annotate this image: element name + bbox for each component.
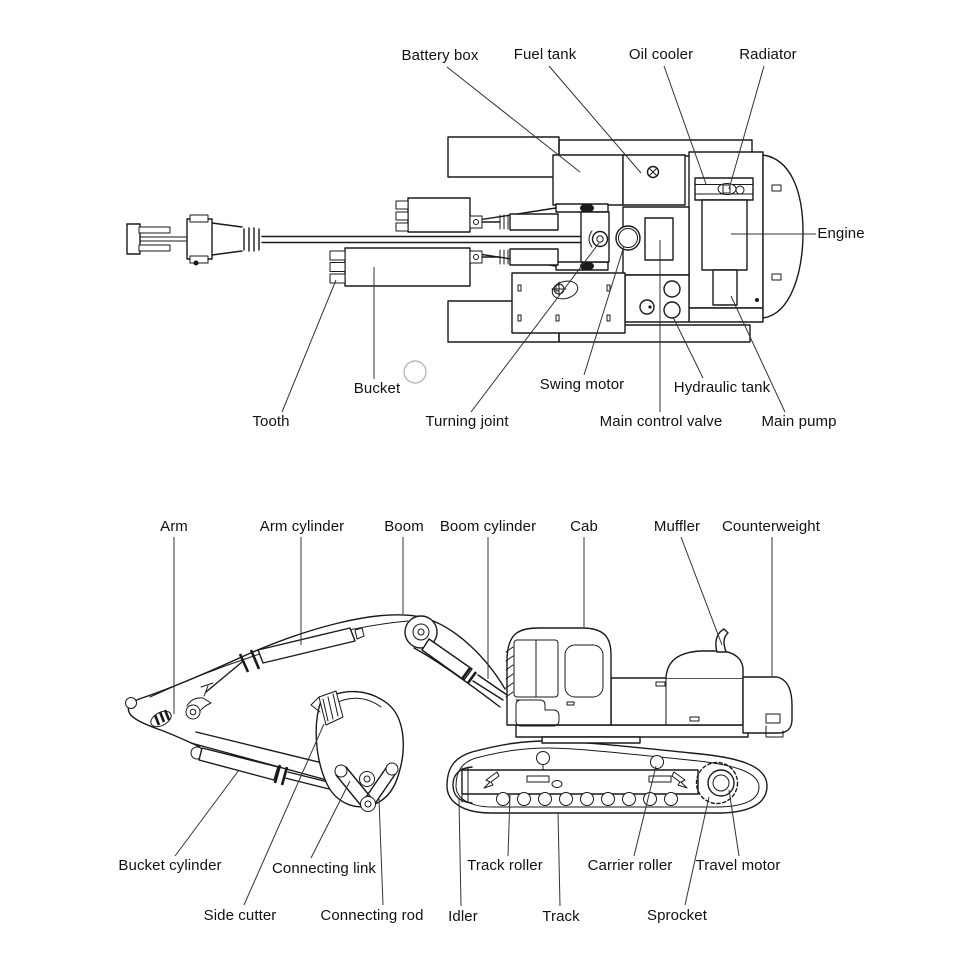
frame-details	[483, 771, 688, 789]
fuel-filler-cap	[646, 165, 660, 179]
label-sprocket: Sprocket	[647, 907, 707, 924]
door-window	[564, 644, 604, 698]
label-hydraulic-tank: Hydraulic tank	[673, 379, 771, 396]
leader-radiator	[728, 65, 765, 190]
label-idler: Idler	[448, 908, 478, 925]
label-arm: Arm	[160, 518, 188, 535]
upper-structure-side-view	[505, 627, 793, 744]
side-cutter-part	[310, 690, 344, 726]
bucket-side-view	[310, 690, 404, 808]
cab-part	[505, 627, 612, 727]
leader-side-cutter	[243, 723, 325, 906]
side-view-drawing	[125, 536, 793, 907]
main-pump-part	[712, 269, 738, 306]
arm-cylinder-part	[205, 627, 365, 693]
leader-tooth	[281, 279, 337, 413]
leader-battery-box	[446, 66, 581, 173]
label-main-control-valve: Main control valve	[599, 413, 723, 430]
counterweight-part	[742, 676, 793, 734]
main-control-valve-part	[644, 217, 674, 261]
label-oil-cooler: Oil cooler	[628, 46, 694, 63]
hydraulic-tank-part	[624, 274, 690, 323]
label-radiator: Radiator	[739, 46, 797, 63]
boom-cylinder-part	[421, 638, 508, 701]
travel-motor-part	[707, 769, 735, 797]
label-boom-cylinder: Boom cylinder	[439, 518, 537, 535]
undercarriage-side-view	[446, 740, 768, 814]
leader-sprocket	[684, 796, 710, 906]
leader-main-pump	[730, 295, 786, 413]
work-equipment-side-view	[125, 614, 508, 812]
label-tooth: Tooth	[252, 413, 290, 430]
leader-connecting-link	[310, 780, 351, 859]
label-arm-cylinder: Arm cylinder	[259, 518, 345, 535]
label-side-cutter: Side cutter	[203, 907, 277, 924]
leader-lines-side-view	[173, 536, 773, 907]
label-battery-box: Battery box	[401, 47, 479, 64]
top-view-drawing	[126, 65, 816, 413]
leader-lines-top-view	[281, 65, 816, 413]
leader-connecting-rod	[378, 798, 384, 906]
label-fuel-tank: Fuel tank	[513, 46, 577, 63]
label-swing-motor: Swing motor	[539, 376, 625, 393]
sprocket-part	[695, 761, 739, 805]
muffler-part	[715, 628, 729, 653]
track-rollers	[496, 792, 678, 806]
leader-turning-joint	[470, 242, 600, 413]
label-boom: Boom	[384, 518, 424, 535]
label-track: Track	[542, 908, 580, 925]
label-muffler: Muffler	[653, 518, 701, 535]
leader-track	[557, 811, 561, 907]
label-bucket-cylinder: Bucket cylinder	[118, 857, 222, 874]
bucket-top-view	[344, 247, 471, 287]
upper-track-band	[447, 136, 560, 178]
idler-part	[452, 766, 473, 804]
label-main-pump: Main pump	[761, 413, 837, 430]
label-bucket: Bucket	[353, 380, 401, 397]
engine-hood	[665, 650, 744, 679]
swing-motor-part	[615, 225, 641, 251]
label-cab: Cab	[570, 518, 598, 535]
battery-box-part	[552, 154, 624, 206]
carrier-rollers	[536, 751, 664, 771]
label-engine: Engine	[817, 225, 865, 242]
cylinders-top-view	[469, 213, 559, 266]
leader-swing-motor	[583, 245, 625, 376]
label-carrier-roller: Carrier roller	[587, 857, 673, 874]
leader-fuel-tank	[548, 65, 642, 174]
radiator-oil-cooler	[694, 177, 754, 201]
label-turning-joint: Turning joint	[425, 413, 509, 430]
leader-muffler	[680, 536, 723, 646]
attachment-top-view	[126, 197, 610, 287]
leader-oil-cooler	[663, 65, 707, 185]
leader-carrier-roller	[633, 765, 657, 857]
leader-track-roller	[507, 794, 511, 857]
arm-end-top-view	[126, 214, 260, 266]
label-connecting-rod: Connecting rod	[320, 907, 424, 924]
label-track-roller: Track roller	[467, 857, 543, 874]
turning-joint-part	[591, 230, 609, 248]
bucket-cylinder-part	[190, 746, 345, 793]
upper-deck-top-view	[511, 151, 804, 334]
ghost-circle	[403, 360, 427, 384]
bucket-linkage	[334, 762, 399, 812]
arm-part	[150, 710, 172, 728]
label-travel-motor: Travel motor	[695, 857, 781, 874]
bucket-teeth	[329, 250, 346, 284]
engine-block	[701, 199, 748, 271]
leader-bucket-cylinder	[174, 769, 240, 857]
label-counterweight: Counterweight	[721, 518, 821, 535]
counterweight-top-view	[762, 154, 804, 319]
leader-hydraulic-tank	[672, 316, 704, 379]
leader-travel-motor	[728, 789, 740, 857]
label-connecting-link: Connecting link	[271, 860, 377, 877]
connecting-rod-part	[363, 764, 397, 809]
leader-idler	[458, 798, 462, 907]
